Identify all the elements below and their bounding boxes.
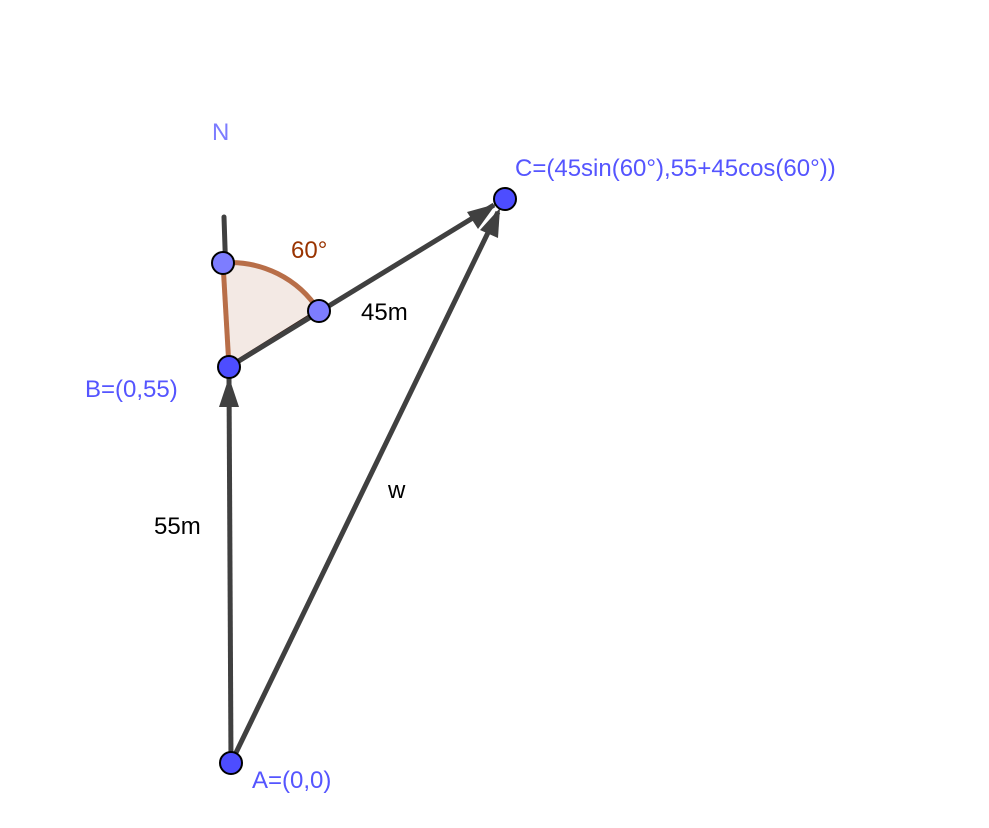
vector-bc[interactable] bbox=[227, 202, 496, 370]
point-a[interactable] bbox=[219, 751, 243, 775]
point-b-label: B=(0,55) bbox=[85, 376, 178, 403]
vector-w-arrowhead bbox=[480, 208, 500, 238]
point-c[interactable] bbox=[493, 187, 517, 211]
north-label: N bbox=[212, 119, 229, 146]
angle-sector[interactable] bbox=[223, 262, 319, 367]
helper-point-bc[interactable] bbox=[307, 299, 331, 323]
vector-ab-arrowhead bbox=[219, 377, 239, 407]
segment-bc-label: 45m bbox=[361, 299, 408, 326]
vector-w-label: w bbox=[387, 477, 406, 504]
vector-ab[interactable] bbox=[226, 376, 234, 764]
point-c-label: C=(45sin(60°),55+45cos(60°)) bbox=[515, 155, 836, 182]
vector-w[interactable] bbox=[228, 210, 501, 765]
segment-ab-label: 55m bbox=[154, 513, 201, 540]
angle-side-north bbox=[220, 262, 232, 368]
point-a-label: A=(0,0) bbox=[252, 767, 331, 794]
vector-bc-arrowhead bbox=[467, 204, 496, 229]
point-b[interactable] bbox=[217, 355, 241, 379]
angle-label: 60° bbox=[291, 237, 327, 264]
angle-arc bbox=[222, 260, 322, 313]
helper-point-north[interactable] bbox=[211, 251, 235, 275]
